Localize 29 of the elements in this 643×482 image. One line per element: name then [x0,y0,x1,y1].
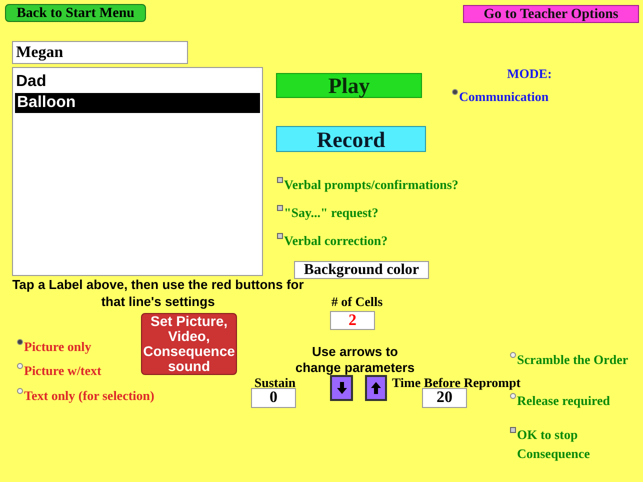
radio-label: Text only (for selection) [24,387,156,405]
set-picture-button: Set Picture, Video, Consequence sound [141,313,237,375]
radio-label: Picture w/text [24,362,102,380]
checkbox-label: OK to stop Consequence [517,426,591,463]
background-color-button: Background color [294,261,429,279]
up-arrow-button [365,375,387,401]
record-button: Record [276,126,426,152]
radio-label: Scramble the Order [517,351,630,369]
field-caption: Time Before Reprompt [392,375,522,391]
back-button: Back to Start Menu [5,4,146,22]
instruction-text: Tap a Label above, then use the red buttons for that line's settings [11,276,304,310]
mode-heading: MODE: [507,65,553,83]
name-field: Megan [12,41,188,64]
radio-label: Picture only [24,338,92,356]
play-button: Play [276,73,422,98]
down-arrow-button [330,375,353,401]
checkbox-label: Verbal prompts/confirmations? [284,176,460,194]
checkbox-label: "Say..." request? [284,204,380,222]
teacher-options-button: Go to Teacher Options [463,5,639,23]
selected-list-item: Balloon [15,93,260,113]
field-caption: # of Cells [330,293,384,311]
reprompt-time-field: 20 [422,388,467,408]
checkbox-label: Verbal correction? [284,232,389,250]
label-list: Dad Balloon [12,67,263,276]
cells-count-field: 2 [330,311,375,330]
instruction-text: Use arrows to change parameters [294,344,416,376]
radio-label: Release required [517,392,612,410]
mode-option: Communication [459,87,562,106]
sustain-field: 0 [251,388,296,408]
